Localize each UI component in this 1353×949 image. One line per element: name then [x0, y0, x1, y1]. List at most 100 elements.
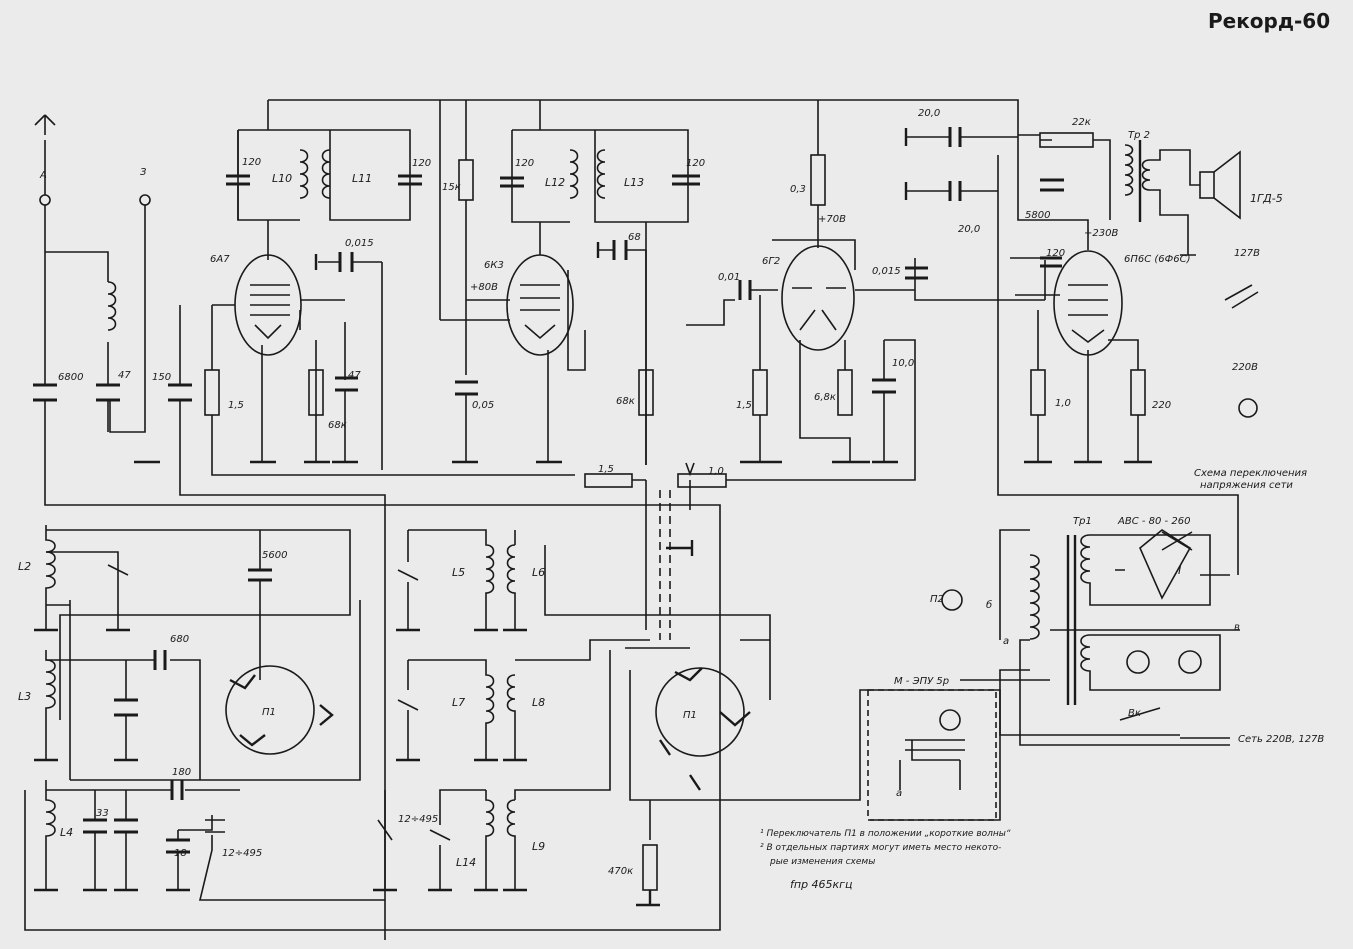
resistor-15k — [458, 159, 474, 201]
antenna-section: А З — [24, 114, 721, 931]
label-l10: L10 — [272, 172, 292, 185]
top-capacitors: 120 120 120 120 15к +80В 0,015 68 0,3 +7… — [226, 130, 846, 293]
epu-terminal-a: а — [896, 788, 902, 799]
c-0-05: 0,05 — [472, 400, 494, 411]
mid-capacitors — [168, 178, 1064, 462]
terminal-v: в — [1234, 622, 1240, 633]
if-coils: L10 L11 L12 L13 — [272, 149, 644, 199]
label-l13: L13 — [624, 176, 644, 189]
c-120-c: 120 — [515, 158, 534, 169]
tube-6a7-type: 6А7 — [210, 254, 230, 265]
mains-caption-2: напряжения сети — [1200, 480, 1293, 491]
label-l9: L9 — [532, 840, 545, 853]
c-20-a: 20,0 — [918, 108, 940, 119]
tr2-label: Тр 2 — [1128, 130, 1150, 141]
tube-6g2-type: 6Г2 — [762, 256, 780, 267]
mains-selector: 127В 220В Схема переключения напряжения … — [1194, 248, 1307, 491]
tube-6k3: 6К3 — [484, 254, 574, 356]
label-l7: L7 — [452, 696, 465, 709]
terminal-b: б — [986, 599, 992, 611]
mains-127: 127В — [1234, 248, 1260, 259]
r-1-0-a: 1,0 — [708, 466, 724, 477]
pickup-epu: М - ЭПУ 5р а — [867, 676, 997, 821]
label-l5: L5 — [452, 566, 465, 579]
coil-l13 — [596, 149, 606, 199]
label-l8: L8 — [532, 696, 545, 709]
r-22k: 22к — [1072, 117, 1091, 128]
tube-6g2: 6Г2 — [762, 245, 855, 351]
c-5800-a: 5800 — [1025, 210, 1050, 221]
c-tuning-1: 12÷495 — [222, 848, 262, 859]
output-stage: Тр 2 1ГД-5 5800 +230В — [1025, 130, 1283, 256]
v-80: +80В — [470, 282, 498, 293]
power-supply: Тр1 АВС - 80 - 260 I в а б Вк Сеть 220В,… — [930, 516, 1324, 746]
coil-l12 — [569, 149, 579, 199]
switch-p2-label: П2 — [930, 594, 944, 605]
c-20-b: 20,0 — [958, 224, 980, 235]
label-l2: L2 — [18, 560, 31, 573]
v-70: +70В — [818, 214, 846, 225]
r-220: 220 — [1152, 400, 1171, 411]
speaker-label: 1ГД-5 — [1250, 192, 1283, 205]
label-l6: L6 — [532, 566, 545, 579]
schematic-title: Рекорд-60 — [1208, 9, 1330, 33]
switch-p1-left: П1 — [225, 665, 334, 755]
c-120-b: 120 — [412, 158, 431, 169]
top-rails — [237, 99, 1019, 465]
tr1-label: Тр1 — [1073, 516, 1092, 527]
r-470k: 470к — [608, 866, 633, 877]
note-line-3: рые изменения схемы — [769, 857, 875, 867]
switch-p1-label: П1 — [262, 707, 276, 718]
coil-l10 — [299, 149, 309, 199]
r-68k-a: 68к — [328, 420, 347, 431]
c-150: 150 — [152, 372, 171, 383]
r-03: 0,3 — [790, 184, 806, 195]
label-l14: L14 — [456, 856, 476, 869]
c-18: 18 — [174, 848, 187, 859]
r-1-5-b: 1,5 — [598, 464, 614, 475]
notes: ¹ Переключатель П1 в положении „короткие… — [760, 829, 1011, 891]
r-15k: 15к — [442, 182, 461, 193]
epu-label: М - ЭПУ 5р — [894, 676, 949, 687]
resistor-03 — [810, 154, 826, 206]
label-l3: L3 — [18, 690, 31, 703]
c-120-a: 120 — [242, 157, 261, 168]
label-l11: L11 — [352, 172, 372, 185]
rectifier-ref: I — [1178, 564, 1181, 577]
if-frequency: fпр 465кгц — [790, 878, 852, 891]
switch-p1-right-label: П1 — [683, 710, 697, 721]
c-6800: 6800 — [58, 372, 83, 383]
note-line-1: ¹ Переключатель П1 в положении „короткие… — [760, 829, 1011, 839]
label-l4: L4 — [60, 826, 73, 839]
r-1-5-c: 1,5 — [736, 400, 752, 411]
c-47-b: 47 — [348, 370, 361, 381]
c-33: 33 — [96, 808, 109, 819]
c-47-a: 47 — [118, 370, 131, 381]
mid-resistors — [204, 132, 1146, 510]
note-line-2: ² В отдельных партиях могут иметь место … — [760, 843, 1001, 853]
c-180: 180 — [172, 767, 191, 778]
tube-6p6s-type: 6П6С (6Ф6С) — [1124, 254, 1191, 265]
mid-labels: 6800 47 150 1,5 47 68к 0,05 68к 1,5 1,0 … — [58, 248, 1171, 477]
c-10: 10,0 — [892, 358, 914, 369]
terminal-a-ps: а — [1003, 636, 1009, 647]
c-680: 680 — [170, 634, 189, 645]
c-5600: 5600 — [262, 550, 287, 561]
c-0015-a: 0,015 — [345, 238, 374, 249]
r-68k-b: 68к — [616, 396, 635, 407]
c-tuning-2: 12÷495 — [398, 814, 438, 825]
label-l12: L12 — [545, 176, 565, 189]
terminal-z: З — [140, 167, 147, 178]
electrolytics: 20,0 20,0 22к — [904, 108, 1091, 235]
mains-label: Сеть 220В, 127В — [1238, 734, 1324, 745]
c-68: 68 — [628, 232, 641, 243]
v-230: +230В — [1084, 228, 1118, 239]
mains-caption-1: Схема переключения — [1194, 468, 1307, 479]
terminal-a: А — [39, 170, 47, 181]
rf-coils-right: L5 L6 L7 L8 L14 L9 — [373, 529, 771, 892]
c-0-015-b: 0,015 — [872, 266, 901, 277]
c-120-d: 120 — [686, 158, 705, 169]
rectifier-label: АВС - 80 - 260 — [1117, 516, 1190, 527]
tube-6k3-type: 6К3 — [484, 260, 504, 271]
